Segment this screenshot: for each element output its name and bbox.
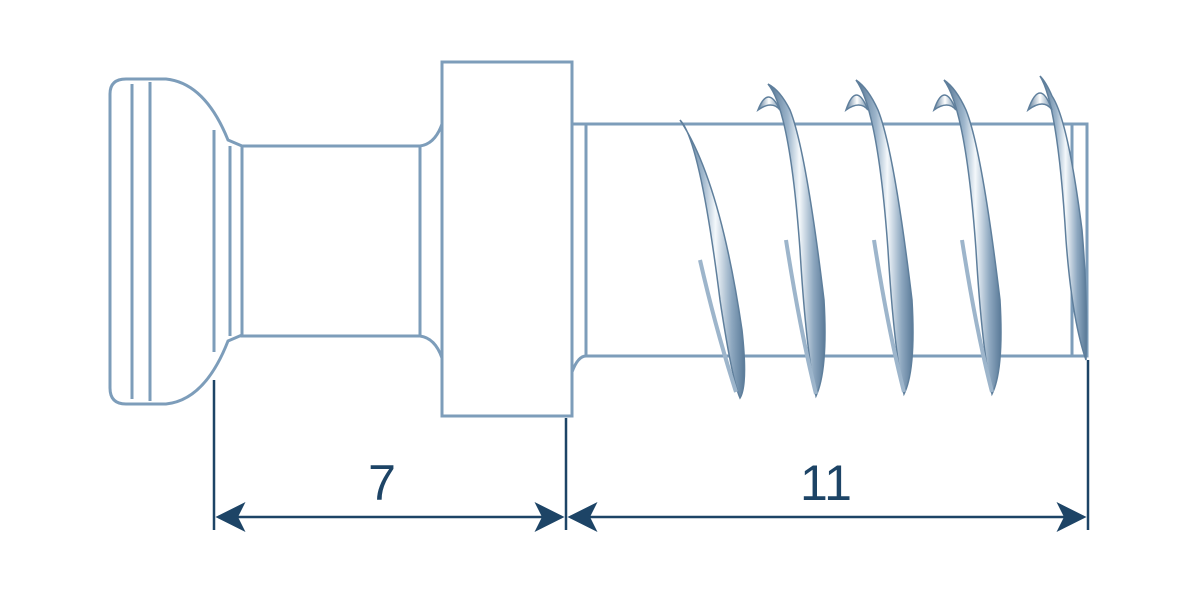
dimension-lines — [212, 360, 1090, 532]
dimension-label-left: 7 — [368, 455, 396, 511]
thread-helix — [679, 75, 1088, 400]
screw-collar — [440, 60, 574, 418]
screw-neck — [240, 123, 444, 359]
dimension-label-right: 11 — [800, 455, 852, 511]
threaded-shaft — [570, 122, 1089, 373]
screw-head — [108, 77, 244, 406]
